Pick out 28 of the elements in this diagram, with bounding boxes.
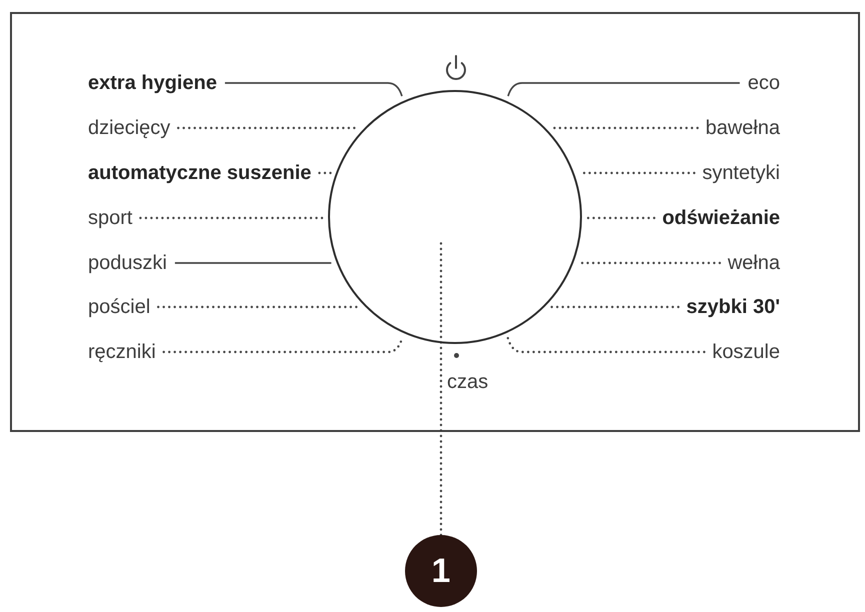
leader-line xyxy=(139,216,324,220)
program-label: ręczniki xyxy=(88,341,156,363)
dial-label: czas xyxy=(447,371,488,393)
program-label: wełna xyxy=(728,252,780,274)
program-label: pościel xyxy=(88,296,150,318)
leader-line xyxy=(224,82,403,96)
callout-number: 1 xyxy=(405,535,477,607)
leader-line xyxy=(551,126,699,130)
program-label: koszule xyxy=(712,341,780,363)
leader-line xyxy=(318,172,332,174)
control-panel xyxy=(10,12,860,432)
program-label: dziecięcy xyxy=(88,117,170,139)
program-label: poduszki xyxy=(88,252,167,274)
program-dial xyxy=(328,90,582,344)
leader-line xyxy=(586,216,656,220)
leader-line xyxy=(174,262,332,264)
leader-line xyxy=(157,306,360,308)
program-label: odświeżanie xyxy=(662,207,780,229)
program-label: bawełna xyxy=(705,117,780,139)
program-label: eco xyxy=(748,72,780,94)
program-label: sport xyxy=(88,207,132,229)
leader-line xyxy=(506,336,706,354)
program-label: automatyczne suszenie xyxy=(88,162,312,184)
program-label: szybki 30' xyxy=(686,296,780,318)
program-label: extra hygiene xyxy=(88,72,217,94)
leader-line xyxy=(550,306,680,308)
program-label: syntetyki xyxy=(702,162,780,184)
leader-line xyxy=(507,82,740,96)
